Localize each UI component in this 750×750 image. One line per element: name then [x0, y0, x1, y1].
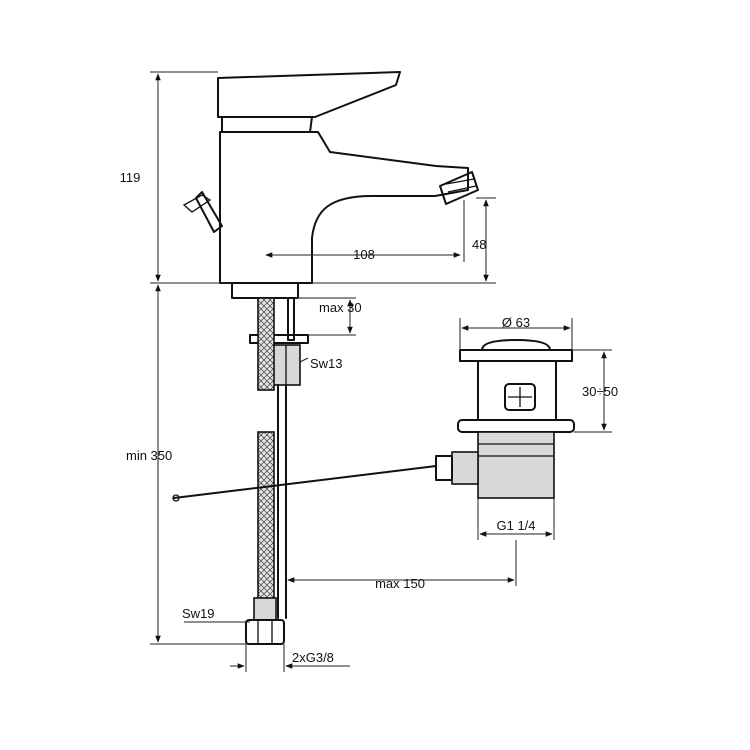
popup-rod: [173, 465, 437, 499]
label-hose-nut: Sw19: [182, 606, 215, 621]
label-min-hose: min 350: [126, 448, 172, 463]
label-spout-reach: 108: [353, 247, 375, 262]
faucet-main-body: [219, 131, 469, 284]
aerator: [439, 171, 479, 205]
label-hose-thread: 2xG3/8: [292, 650, 334, 665]
waste-side-connector: [451, 451, 479, 485]
label-nut-size: Sw13: [310, 356, 343, 371]
popup-knob: [195, 191, 223, 233]
dimension-lines: [150, 71, 612, 672]
hose-nut: [245, 619, 285, 645]
faucet-lever: [217, 71, 401, 118]
waste-body: [477, 360, 557, 421]
waste-window: [504, 383, 536, 411]
faucet-cap: [221, 116, 313, 133]
label-max-deck: max 30: [319, 300, 362, 315]
waste-assembly: [172, 339, 575, 502]
label-spout-height: 48: [472, 237, 486, 252]
faucet-body: [182, 71, 479, 299]
supply-hose-upper: [257, 297, 275, 391]
label-waste-diameter: Ø 63: [502, 315, 530, 330]
label-waste-thickness: 30÷50: [582, 384, 618, 399]
label-waste-thread: G1 1/4: [496, 518, 535, 533]
mounting-washer: [249, 334, 309, 344]
waste-tail: [477, 431, 555, 499]
label-height-total: 119: [120, 170, 141, 185]
hose-ferrule: [253, 597, 277, 621]
label-rod-max: max 150: [375, 576, 425, 591]
waste-plug: [481, 339, 551, 351]
waste-nut: [457, 419, 575, 433]
waste-flange: [459, 349, 573, 362]
mounting-assembly: [245, 297, 309, 645]
faucet-base: [231, 282, 299, 299]
supply-hose-lower: [257, 431, 275, 601]
waste-side-nut: [435, 455, 453, 481]
mounting-stud: [287, 297, 295, 341]
dimension-labels: 119 108 48 max 30 Sw13 min 350 Ø 63 30÷5…: [120, 170, 618, 665]
